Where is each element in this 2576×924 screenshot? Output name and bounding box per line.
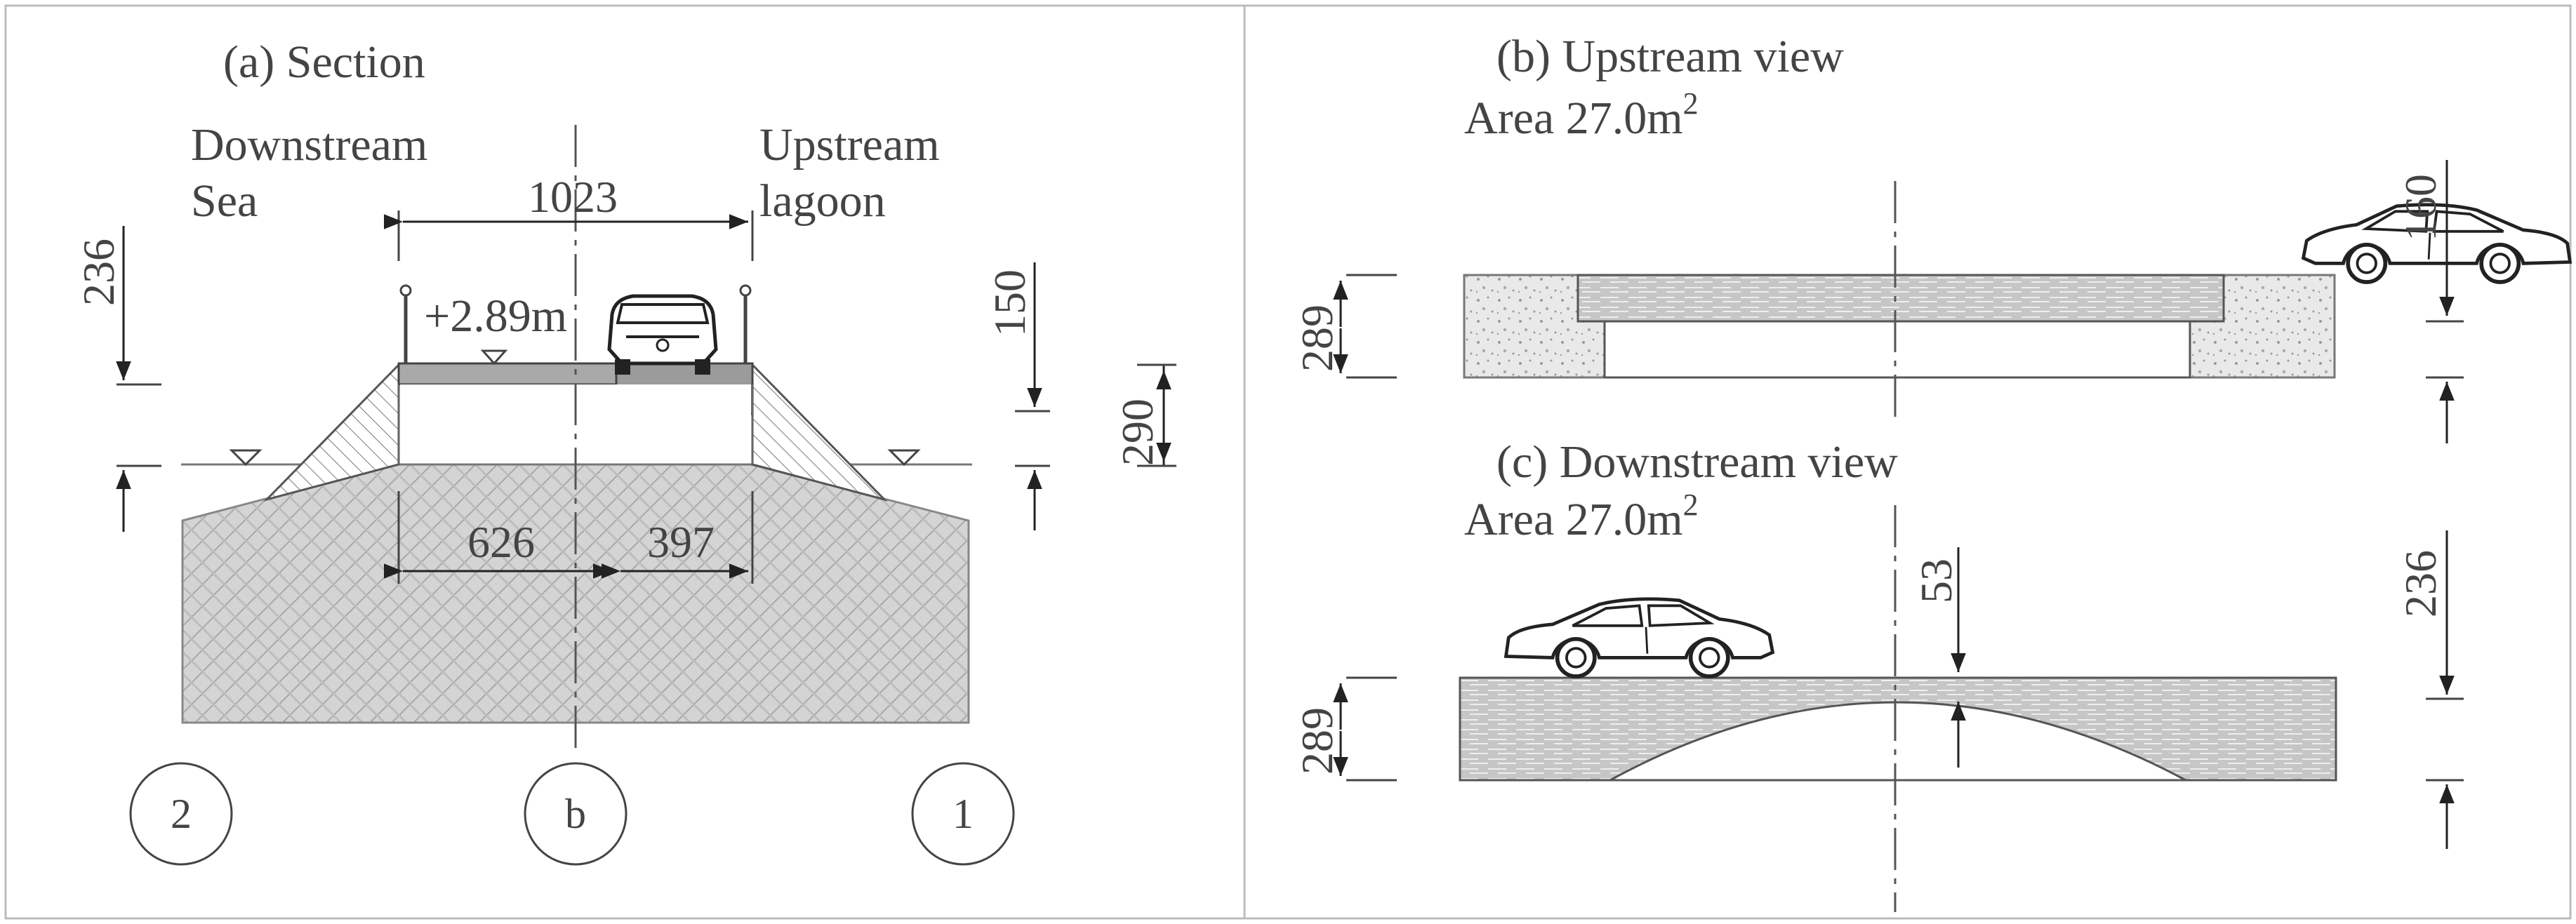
upstream-panel: (b) Upstream view Area 27.0m2 289 160 [1292, 31, 2570, 443]
dim-150: 150 [985, 269, 1035, 337]
marker-1: 1 [952, 791, 974, 837]
marker-b: b [565, 791, 586, 837]
marker-2: 2 [171, 791, 192, 837]
water-level-symbol-left [229, 449, 263, 467]
downstream-label-line1: Downstream [191, 119, 427, 170]
downstream-panel: (c) Downstream view Area 27.0m2 53 289 2… [1292, 436, 2464, 912]
car-side-view-c [1506, 599, 1773, 676]
downstream-label-line2: Sea [191, 175, 258, 227]
marker-circle-b [524, 762, 628, 866]
section-panel: (a) Section Downstream Sea Upstream lago… [74, 36, 1176, 866]
deck-left [397, 362, 619, 386]
upstream-area: Area 27.0m2 [1464, 86, 1699, 144]
section-title: (a) Section [223, 36, 425, 88]
downstream-title: (c) Downstream view [1496, 436, 1898, 488]
railing-right-cap [739, 284, 752, 297]
upstream-label-line1: Upstream [759, 119, 940, 170]
downstream-area: Area 27.0m2 [1464, 488, 1699, 545]
dim-1023: 1023 [528, 172, 618, 222]
dim-397: 397 [647, 517, 715, 567]
dim-236-section: 236 [74, 239, 124, 306]
dim-160: 160 [2396, 174, 2445, 241]
upstream-deck [1576, 274, 2225, 323]
marker-circle-1 [911, 762, 1015, 866]
dim-53: 53 [1911, 558, 1961, 603]
dim-290: 290 [1113, 399, 1162, 466]
upstream-title: (b) Upstream view [1496, 31, 1844, 82]
downstream-arch-opening [1609, 701, 2186, 782]
dim-289-b: 289 [1292, 304, 1342, 372]
upstream-opening [1603, 320, 2191, 379]
car-front-view [607, 294, 718, 375]
dim-289-c: 289 [1292, 707, 1342, 775]
marker-circle-2 [129, 762, 233, 866]
dim-626: 626 [467, 517, 535, 567]
deck-level-label: +2.89m [424, 290, 567, 342]
water-level-symbol-right [887, 449, 921, 467]
outer-frame [4, 4, 2572, 920]
deck-level-symbol [480, 349, 508, 366]
railing-left-cap [399, 284, 412, 297]
dim-236-downstream: 236 [2396, 550, 2445, 617]
upstream-label-line2: lagoon [759, 175, 886, 227]
